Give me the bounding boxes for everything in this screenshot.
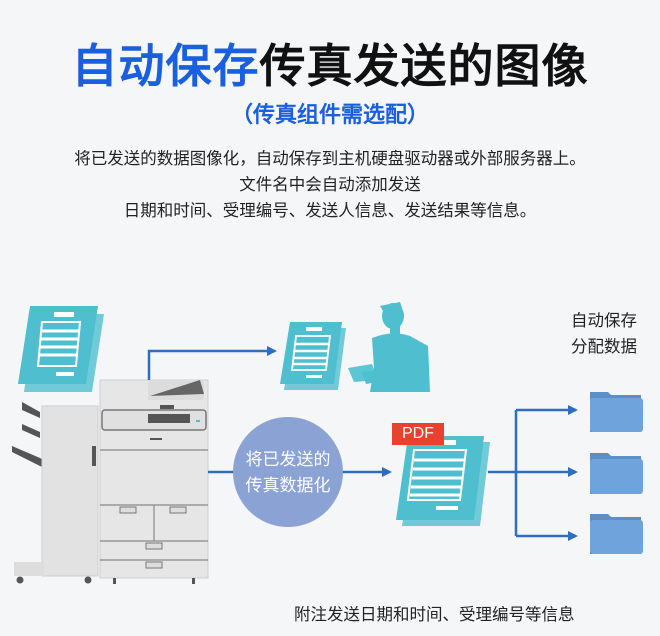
printed-document-icon [280,322,346,390]
folder-icon [590,453,643,494]
title-highlight: 自动保存 [71,39,260,93]
folder-icon [590,392,643,432]
folder-label: 自动保存 分配数据 [558,308,650,360]
fax-document-icon [18,306,104,392]
page-title: 自动保存传真发送的图像 [0,36,660,96]
page-subtitle: （传真组件需选配） [230,103,429,128]
pdf-badge: PDF [392,423,444,445]
description-line-3: 日期和时间、受理编号、发送人信息、发送结果等信息。 [123,201,537,220]
digitize-circle [233,417,343,527]
arrow-to-print [147,346,277,380]
businessman-icon [348,302,430,392]
description: 将已发送的数据图像化，自动保存到主机硬盘驱动器或外部服务器上。 文件名中会自动添… [0,146,660,224]
footnote: 附注发送日期和时间、受理编号等信息 [294,605,575,624]
folder-label-line-2: 分配数据 [571,337,637,356]
pdf-document-icon [396,436,490,526]
description-line-1: 将已发送的数据图像化，自动保存到主机硬盘驱动器或外部服务器上。 [74,149,586,168]
title-rest: 传真发送的图像 [259,39,589,93]
description-line-2: 文件名中会自动添加发送 [239,175,421,194]
folder-icon [590,514,643,554]
circle-label-line-2: 传真数据化 [245,476,331,496]
circle-label-line-1: 将已发送的 [245,450,331,470]
multifunction-printer-icon [12,379,209,584]
folder-label-line-1: 自动保存 [571,311,637,330]
circle-label: 将已发送的 传真数据化 [233,447,343,499]
